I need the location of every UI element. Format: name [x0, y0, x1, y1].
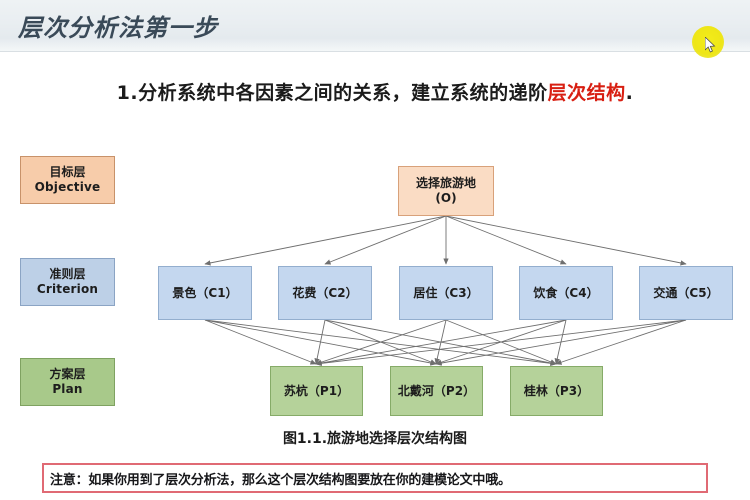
legend-criterion-cn: 准则层: [49, 267, 86, 281]
criterion-c3-label: 居住（C3）: [413, 285, 479, 300]
heading-prefix: 1.分析系统中各因素之间的关系，建立系统的递阶: [116, 82, 548, 104]
legend-criterion-en: Criterion: [36, 282, 99, 296]
plan-p1-label: 苏杭（P1）: [283, 383, 350, 398]
diagram-node-plan-p2: 北戴河（P2）: [390, 366, 483, 416]
slide-header-bar: [0, 0, 750, 52]
criterion-c2-label: 花费（C2）: [292, 285, 358, 300]
diagram-node-criterion-c3: 居住（C3）: [399, 266, 493, 320]
legend-objective-cn: 目标层: [49, 165, 86, 179]
note-box: 注意：如果你用到了层次分析法，那么这个层次结构图要放在你的建模论文中哦。: [42, 463, 708, 493]
figure-caption: 图1.1.旅游地选择层次结构图: [282, 431, 468, 447]
plan-p3-label: 桂林（P3）: [523, 383, 590, 398]
slide-title: 层次分析法第一步: [18, 13, 218, 42]
heading-highlight: 层次结构: [547, 82, 626, 104]
legend-item-criterion: 准则层 Criterion: [20, 258, 115, 306]
criterion-c1-label: 景色（C1）: [172, 285, 238, 300]
legend-item-objective: 目标层 Objective: [20, 156, 115, 204]
diagram-node-criterion-c5: 交通（C5）: [639, 266, 733, 320]
diagram-node-criterion-c4: 饮食（C4）: [519, 266, 613, 320]
criterion-c5-label: 交通（C5）: [653, 285, 719, 300]
heading-suffix: .: [625, 82, 634, 104]
page-heading: 1.分析系统中各因素之间的关系，建立系统的递阶层次结构.: [0, 78, 750, 105]
criterion-c4-label: 饮食（C4）: [533, 285, 599, 300]
diagram-node-goal: 选择旅游地 (O): [398, 166, 494, 216]
ahp-hierarchy-diagram: 目标层 Objective 准则层 Criterion 方案层 Plan 选择旅…: [0, 140, 750, 440]
legend-item-plan: 方案层 Plan: [20, 358, 115, 406]
diagram-node-plan-p1: 苏杭（P1）: [270, 366, 363, 416]
plan-p2-label: 北戴河（P2）: [397, 383, 476, 398]
diagram-node-criterion-c1: 景色（C1）: [158, 266, 252, 320]
legend-objective-en: Objective: [34, 180, 101, 194]
mouse-pointer-icon: [705, 37, 716, 53]
legend-plan-en: Plan: [52, 382, 83, 396]
diagram-node-plan-p3: 桂林（P3）: [510, 366, 603, 416]
goal-code: (O): [435, 191, 457, 205]
diagram-node-criterion-c2: 花费（C2）: [278, 266, 372, 320]
legend-plan-cn: 方案层: [49, 367, 86, 381]
goal-label: 选择旅游地: [415, 176, 476, 190]
note-text: 注意：如果你用到了层次分析法，那么这个层次结构图要放在你的建模论文中哦。: [50, 472, 511, 488]
